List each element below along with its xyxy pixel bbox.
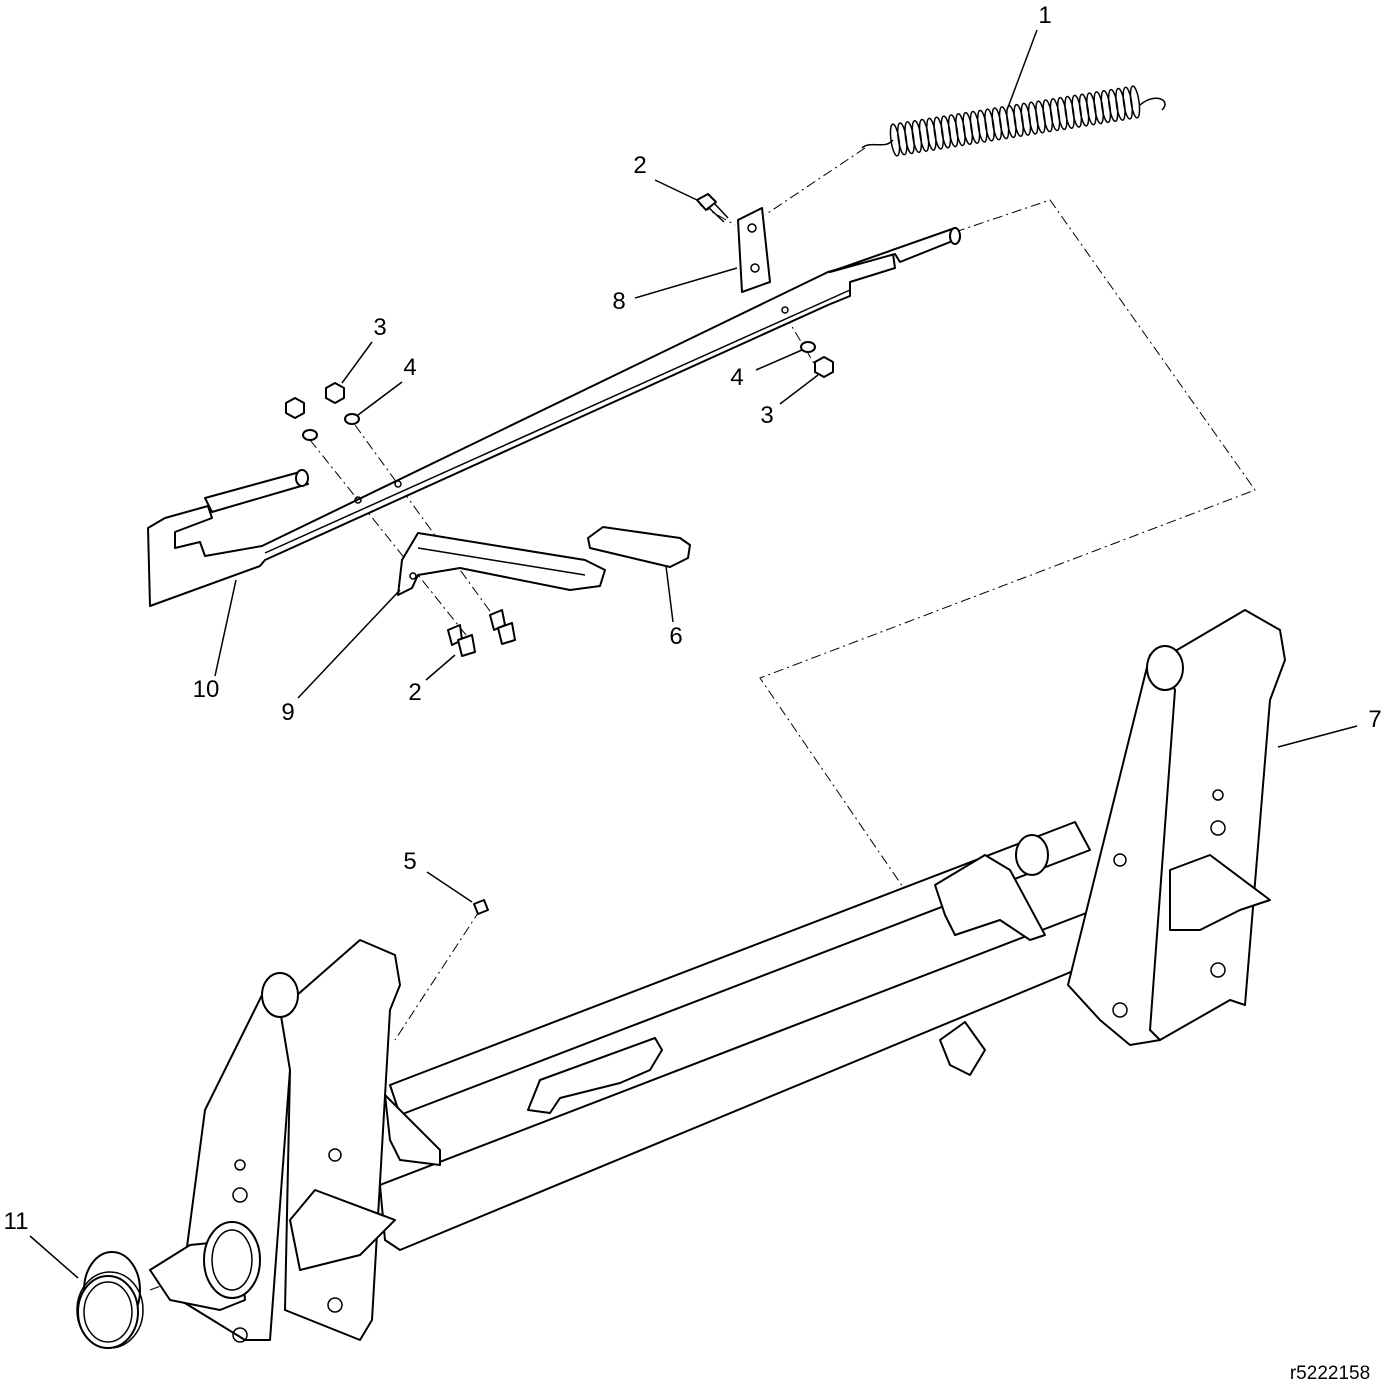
- leader-lines: [29, 29, 1358, 1279]
- spring-coil: [1100, 90, 1112, 124]
- spring-coil: [991, 107, 1003, 141]
- frame-part-7: [149, 609, 1286, 1343]
- bolts-part-2-bottom: [447, 609, 516, 657]
- callout-11: 11: [3, 1208, 29, 1235]
- spring-coil: [933, 116, 944, 150]
- spring-coil: [1020, 102, 1032, 136]
- spring-coil: [1042, 99, 1054, 133]
- spring-coil: [1056, 96, 1068, 131]
- bolt-part-2-top: [696, 193, 729, 223]
- callout-4-right: 4: [730, 364, 744, 391]
- spring-coil: [926, 117, 937, 151]
- callout-1: 1: [1038, 2, 1052, 29]
- spring-coil: [940, 115, 952, 149]
- callout-9: 9: [281, 699, 295, 726]
- callout-2-top: 2: [633, 152, 647, 179]
- callout-8: 8: [612, 288, 626, 315]
- spring-coil: [904, 121, 915, 155]
- spring-part-1: [861, 85, 1166, 157]
- spring-coil: [1078, 93, 1090, 127]
- spring-coil: [976, 109, 988, 143]
- nuts-and-washers: [285, 341, 834, 441]
- spring-coil: [1006, 104, 1017, 139]
- spring-coil: [1129, 85, 1141, 119]
- spring-coil: [1107, 88, 1119, 123]
- spring-coil: [918, 118, 930, 152]
- spring-coil: [889, 123, 901, 157]
- spring-coil: [1013, 103, 1024, 138]
- spring-coil: [1115, 87, 1126, 121]
- bar-part-10: [147, 227, 961, 607]
- spring-coil: [969, 110, 981, 144]
- spring-coil: [1086, 92, 1097, 126]
- spring-coil: [1064, 95, 1075, 129]
- spring-coil: [984, 108, 995, 142]
- spring-coil: [1093, 91, 1104, 125]
- callout-2-bottom: 2: [408, 679, 422, 706]
- spring-coil: [911, 119, 923, 154]
- spring-coil: [955, 113, 966, 147]
- callout-4-left: 4: [403, 354, 417, 381]
- drawing-reference: r5222158: [1289, 1363, 1371, 1384]
- spring-coil: [1049, 98, 1061, 132]
- spring-coil: [1035, 100, 1046, 134]
- spring-coil: [962, 111, 974, 146]
- spring-coil: [1071, 94, 1083, 128]
- callout-3-left: 3: [373, 314, 387, 341]
- spring-coil: [1027, 101, 1039, 135]
- plate-part-8: [737, 207, 771, 293]
- callout-5: 5: [403, 848, 417, 875]
- bracket-part-9: [397, 532, 606, 596]
- bushing-part-11: [76, 1251, 144, 1349]
- spring-coil: [998, 106, 1010, 140]
- callout-10: 10: [192, 676, 220, 703]
- spring-coil: [947, 114, 959, 148]
- spring-coil: [896, 122, 908, 156]
- pad-part-6: [587, 526, 691, 568]
- callout-7: 7: [1368, 706, 1382, 733]
- callout-3-right: 3: [760, 402, 774, 429]
- callout-6: 6: [669, 623, 683, 650]
- spring-coil: [1122, 86, 1134, 120]
